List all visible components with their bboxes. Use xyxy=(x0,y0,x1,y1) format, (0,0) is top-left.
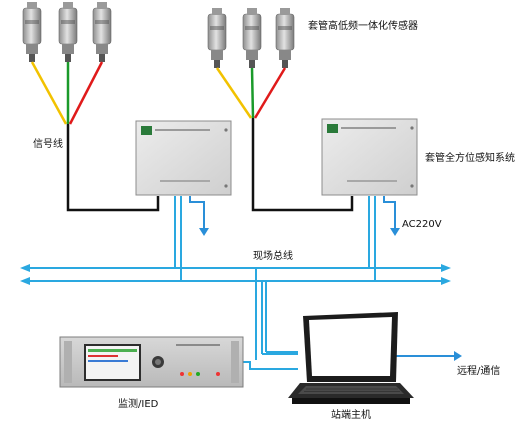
sensor-icon xyxy=(92,2,112,62)
power-label: AC220V xyxy=(402,219,442,230)
monitor-ied-label: 监测/IED xyxy=(118,399,159,410)
monitor-ied-device xyxy=(59,336,244,388)
remote-arrow xyxy=(396,351,462,361)
field-bus xyxy=(20,264,451,285)
sensor-icon xyxy=(207,8,227,68)
sensor-icon xyxy=(22,2,42,62)
host-laptop xyxy=(288,312,414,404)
signal-line-label: 信号线 xyxy=(33,139,63,150)
sensor-icon xyxy=(242,8,262,68)
sensor-icon xyxy=(275,8,295,68)
bus-drops-left-cabinet xyxy=(174,196,182,281)
signal-wires-right xyxy=(215,67,287,119)
signal-cable-left xyxy=(66,124,160,212)
sensor-type-label: 套管高低频一体化传感器 xyxy=(308,21,418,32)
field-bus-label: 现场总线 xyxy=(253,251,293,262)
remote-label: 远程/通信 xyxy=(457,366,501,377)
signal-cable-right xyxy=(251,118,354,212)
sensing-system-label: 套管全方位感知系统 xyxy=(425,153,515,164)
signal-wires-left xyxy=(30,61,104,125)
sensor-icon xyxy=(58,2,78,62)
bus-to-devices xyxy=(243,268,298,370)
sensor-group-right xyxy=(207,8,295,68)
acquisition-cabinet-left xyxy=(135,120,232,196)
power-arrows xyxy=(189,196,400,236)
acquisition-cabinet-right xyxy=(321,118,418,196)
host-label: 站端主机 xyxy=(331,410,371,421)
sensor-group-left xyxy=(22,2,112,62)
bus-drops-right-cabinet xyxy=(368,196,376,281)
